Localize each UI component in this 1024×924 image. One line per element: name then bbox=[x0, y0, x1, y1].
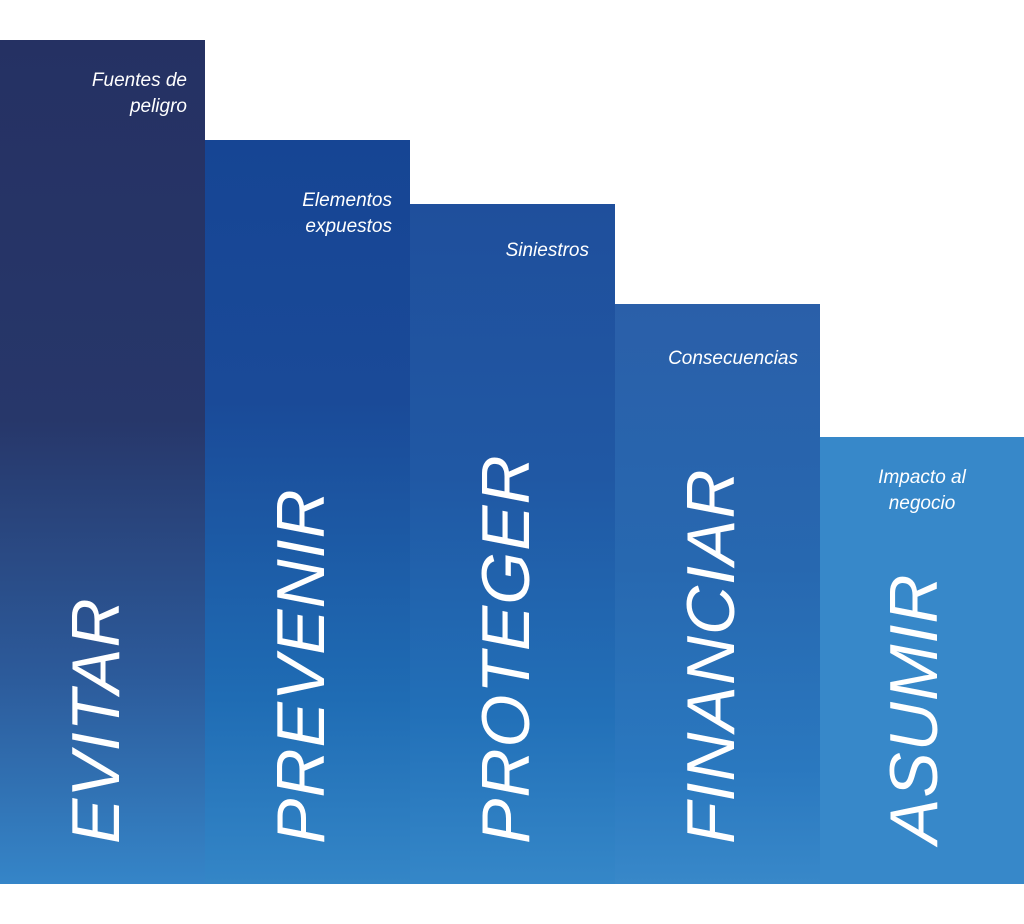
step-title: ASUMIR bbox=[876, 573, 952, 844]
step-title: PROTEGER bbox=[468, 454, 544, 844]
step-subtitle: Impacto al negocio bbox=[820, 465, 1024, 517]
subtitle-line: negocio bbox=[888, 493, 956, 514]
subtitle-line: peligro bbox=[129, 96, 187, 117]
step-subtitle: Consecuencias bbox=[668, 346, 798, 372]
subtitle-line: Fuentes de bbox=[91, 70, 187, 91]
step-title: EVITAR bbox=[58, 597, 134, 844]
subtitle-line: Consecuencias bbox=[668, 348, 798, 369]
step-title: PREVENIR bbox=[263, 488, 339, 844]
step-subtitle: Fuentes de peligro bbox=[92, 68, 187, 120]
step-title: FINANCIAR bbox=[673, 468, 749, 844]
step-evitar: Fuentes de peligro EVITAR bbox=[0, 40, 205, 884]
subtitle-line: expuestos bbox=[305, 216, 392, 237]
step-prevenir: Elementos expuestos PREVENIR bbox=[205, 140, 410, 884]
subtitle-line: Elementos bbox=[302, 190, 392, 211]
step-proteger: Siniestros PROTEGER bbox=[410, 204, 615, 884]
subtitle-line: Siniestros bbox=[505, 240, 589, 261]
step-asumir: Impacto al negocio ASUMIR bbox=[820, 437, 1024, 884]
step-subtitle: Elementos expuestos bbox=[302, 188, 392, 240]
step-financiar: Consecuencias FINANCIAR bbox=[615, 304, 820, 884]
step-subtitle: Siniestros bbox=[506, 238, 589, 264]
subtitle-line: Impacto al bbox=[878, 467, 966, 488]
